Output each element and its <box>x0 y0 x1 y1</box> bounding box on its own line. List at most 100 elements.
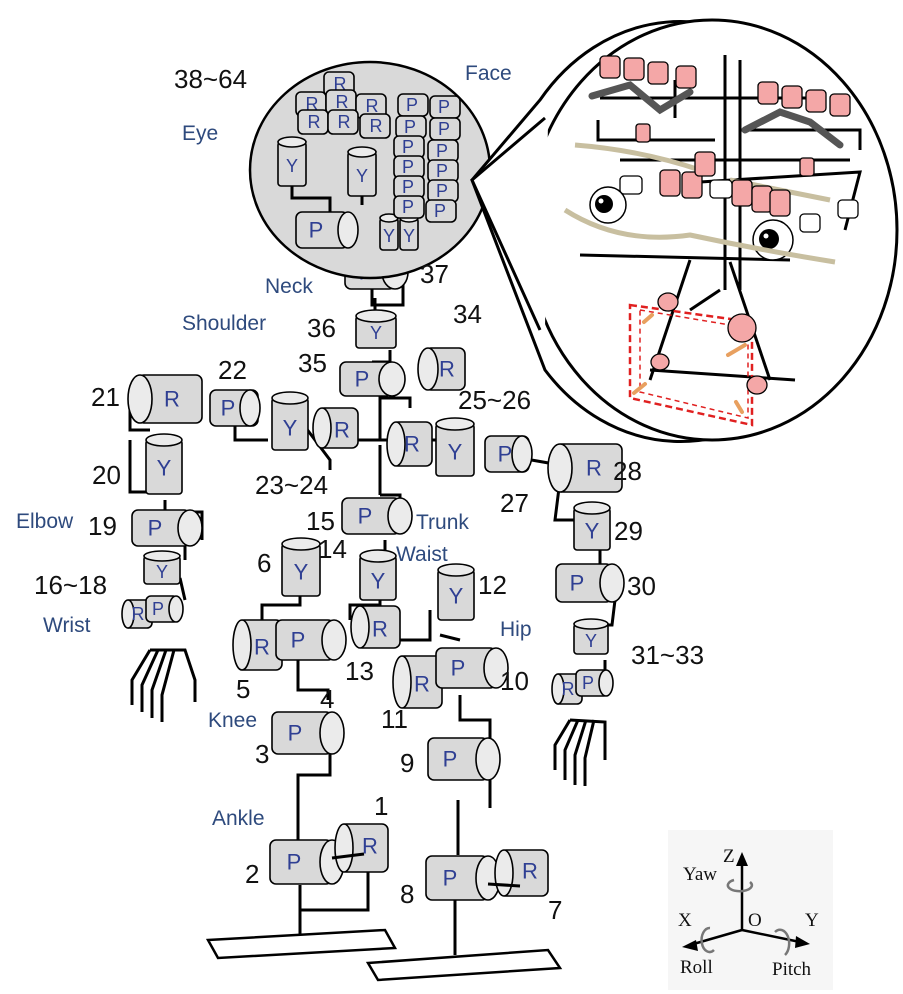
num-13: 13 <box>345 656 374 686</box>
mouth-line <box>563 207 836 265</box>
left-eyeball <box>589 186 627 224</box>
label-face: Face <box>465 62 512 85</box>
label-eye: Eye <box>182 122 218 145</box>
joint-20-yaw: Y <box>145 433 183 495</box>
joint-14-letter: Y <box>371 569 386 594</box>
svg-text:P: P <box>436 141 448 161</box>
joint-7-roll: R <box>487 849 549 897</box>
joint-21-letter: R <box>164 387 180 412</box>
num-11: 11 <box>381 704 408 734</box>
joint-24-roll: R <box>312 407 359 449</box>
jaw-motors <box>650 292 768 395</box>
joint-15-pitch: P <box>341 497 413 535</box>
label-waist: Waist <box>396 543 448 566</box>
svg-text:P: P <box>402 197 414 217</box>
num-38-64: 38~64 <box>174 64 247 94</box>
joint-17-letter: P <box>152 599 164 619</box>
joint-3-pitch: P <box>271 711 345 755</box>
joint-36-letter: Y <box>370 323 382 343</box>
joint-5-letter: R <box>254 635 270 660</box>
svg-text:R: R <box>366 96 379 116</box>
face-roll-cluster: R R R R R R R <box>295 71 391 139</box>
joint-13-letter: R <box>372 617 388 642</box>
joint-8-letter: P <box>443 866 458 891</box>
num-20: 20 <box>92 460 121 490</box>
svg-text:P: P <box>438 97 450 117</box>
joint-9-letter: P <box>443 747 458 772</box>
num-2: 2 <box>245 859 259 889</box>
label-elbow: Elbow <box>16 510 74 533</box>
num-9: 9 <box>400 748 414 778</box>
svg-text:P: P <box>402 177 414 197</box>
joint-33-letter: P <box>582 673 594 693</box>
jaw-frame <box>628 303 754 427</box>
label-wrist: Wrist <box>43 614 91 637</box>
num-5: 5 <box>236 674 250 704</box>
joint-30-letter: P <box>570 571 585 596</box>
joint-23-yaw: Y <box>271 391 309 451</box>
label-ankle: Ankle <box>212 807 265 830</box>
svg-text:R: R <box>370 116 383 136</box>
axis-x-label: X <box>678 910 692 931</box>
num-25-26: 25~26 <box>458 385 531 415</box>
axis-z-label: Z <box>723 846 735 867</box>
svg-text:P: P <box>402 137 414 157</box>
axis-yaw-label: Yaw <box>683 864 717 885</box>
num-4: 4 <box>320 684 334 714</box>
joint-31-33-wrist: Y R P <box>551 618 614 705</box>
mouth-yaw-2-letter: Y <box>403 226 415 246</box>
num-15: 15 <box>306 506 335 536</box>
cheek-motors <box>635 123 815 217</box>
num-16-18: 16~18 <box>34 570 107 600</box>
label-neck: Neck <box>265 275 313 298</box>
eyebrow-motors <box>599 55 851 117</box>
joint-29-yaw: Y <box>573 501 611 551</box>
jaw-rods <box>632 313 747 414</box>
eye-yaw-right-letter: Y <box>356 166 368 186</box>
joint-19-pitch: P <box>131 509 203 547</box>
right-eyebrow <box>741 108 844 149</box>
axis-origin-label: O <box>748 910 762 931</box>
joint-28-letter: R <box>586 456 602 481</box>
label-knee: Knee <box>208 709 257 732</box>
white-joints <box>619 175 859 233</box>
joint-6-yaw: Y <box>281 537 321 597</box>
joint-4-letter: P <box>291 628 306 653</box>
axis-roll-label: Roll <box>680 957 713 978</box>
joint-19-letter: P <box>148 516 163 541</box>
joint-35-letter: P <box>355 367 370 392</box>
num-27: 27 <box>500 488 529 518</box>
face-mechanism-callout <box>470 18 899 444</box>
left-hand <box>130 648 197 722</box>
right-hand <box>553 718 607 786</box>
left-foot <box>205 928 398 960</box>
joint-22-letter: P <box>221 396 236 421</box>
joint-5-roll: R <box>232 619 283 671</box>
joint-12-yaw: Y <box>437 563 475 621</box>
joint-32-letter: R <box>562 679 575 699</box>
joint-34-roll: R <box>417 347 466 391</box>
face-pitch-letter: P <box>309 218 324 243</box>
joint-2-letter: P <box>287 850 302 875</box>
svg-text:P: P <box>404 117 416 137</box>
joint-26-yaw: Y <box>435 417 475 477</box>
num-23-24: 23~24 <box>255 470 328 500</box>
num-36: 36 <box>307 313 336 343</box>
num-31-33: 31~33 <box>631 640 704 670</box>
joint-8-pitch: P <box>425 855 501 901</box>
joint-4-pitch: P <box>275 619 347 661</box>
upper-lid-line <box>574 142 701 173</box>
joint-22-pitch: P <box>209 389 261 427</box>
joint-25-letter: R <box>404 432 420 457</box>
joint-28-roll: R <box>547 443 623 493</box>
joint-11-roll: R <box>392 655 443 709</box>
joint-7-letter: R <box>522 859 538 884</box>
axis-y-label: Y <box>805 910 819 931</box>
joint-13-roll: R <box>350 605 401 649</box>
num-37: 37 <box>420 259 449 289</box>
joint-31-letter: Y <box>585 631 597 651</box>
num-19: 19 <box>88 511 117 541</box>
num-14: 14 <box>318 534 347 564</box>
